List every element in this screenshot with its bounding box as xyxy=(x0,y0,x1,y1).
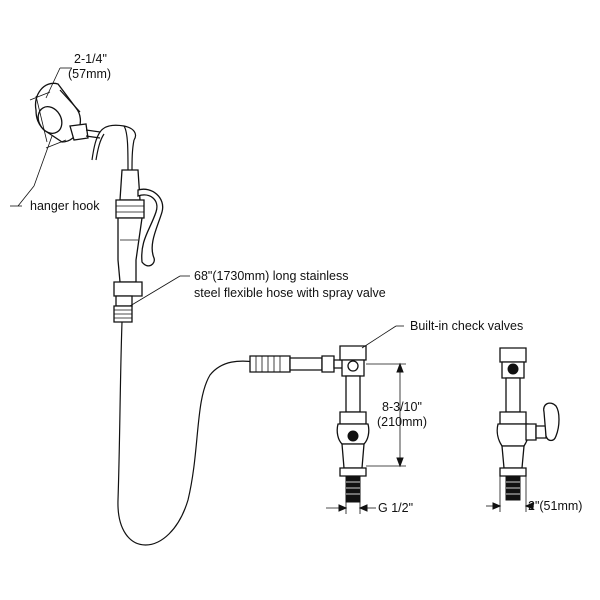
height-mm: (210mm) xyxy=(377,415,427,429)
hanger-hook-icon xyxy=(34,82,137,173)
height-in: 8-3/10" xyxy=(382,400,422,414)
base-width-label: 2"(51mm) xyxy=(528,499,582,513)
hook-width-dimension xyxy=(29,67,72,149)
hose-label-line2: steel flexible hose with spray valve xyxy=(194,286,386,300)
flexible-hose-icon xyxy=(117,321,323,546)
valve-assembly-icon xyxy=(321,345,370,503)
hose-label-line1: 68"(1730mm) long stainless xyxy=(194,269,349,283)
base-width-dimension xyxy=(486,476,534,512)
thread-dimension xyxy=(326,496,376,514)
hanger-hook-label: hanger hook xyxy=(30,199,100,213)
valve-side-view-icon xyxy=(496,347,560,501)
hanger-hook-leader xyxy=(10,135,53,207)
check-valves-label: Built-in check valves xyxy=(410,319,523,333)
check-valves-leader xyxy=(361,325,404,349)
height-dimension xyxy=(366,362,406,468)
hose-leader xyxy=(129,275,190,307)
hook-width-mm: (57mm) xyxy=(68,67,111,81)
thread-label: G 1/2" xyxy=(378,501,413,515)
spray-gun-icon xyxy=(113,169,164,323)
hook-width-in: 2-1/4" xyxy=(74,52,107,66)
